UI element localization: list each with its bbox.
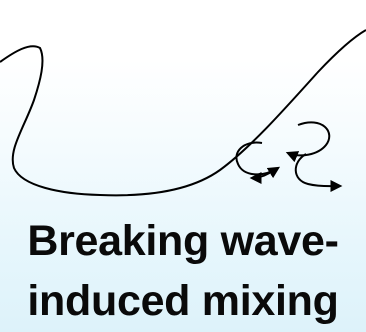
- caption-line-2: induced mixing: [0, 280, 366, 323]
- left-eddy-arrow: [236, 143, 278, 175]
- lower-eddy-arrow: [296, 154, 340, 186]
- breaking-wave-curve: [0, 30, 366, 195]
- mixing-eddy-arrows: [236, 122, 340, 186]
- upper-eddy-arrow: [288, 122, 329, 155]
- caption-line-1: Breaking wave-: [0, 220, 366, 263]
